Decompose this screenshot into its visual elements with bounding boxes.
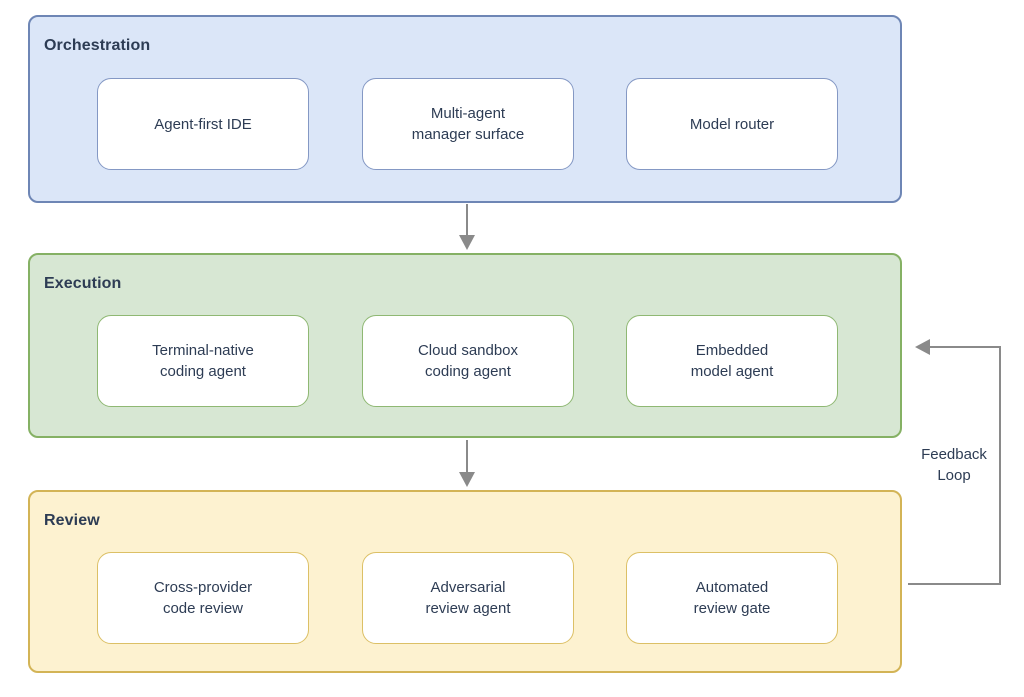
node-label: Agent-first IDE [154, 115, 252, 133]
node-model-router: Model router [626, 78, 838, 170]
node-terminal-native-coding-agent: Terminal-native coding agent [97, 315, 309, 407]
node-label: Embedded model agent [690, 342, 774, 380]
node-label: Automated review gate [693, 579, 771, 617]
node-embedded-model-agent: Embedded model agent [626, 315, 838, 407]
node-label: Adversarial review agent [425, 579, 511, 617]
node-adversarial-review-agent: Adversarial review agent [362, 552, 574, 644]
node-agent-first-ide: Agent-first IDE [97, 78, 309, 170]
node-automated-review-gate: Automated review gate [626, 552, 838, 644]
feedback-loop-label: Feedback Loop [921, 446, 987, 484]
band-review-title: Review [44, 512, 100, 529]
node-label: Model router [689, 115, 775, 133]
node-cloud-sandbox-coding-agent: Cloud sandbox coding agent [362, 315, 574, 407]
node-label: Cross-provider code review [153, 579, 253, 617]
node-label: Terminal-native coding agent [152, 342, 254, 380]
node-cross-provider-code-review: Cross-provider code review [97, 552, 309, 644]
band-execution-title: Execution [44, 275, 122, 292]
node-label: Cloud sandbox coding agent [417, 342, 519, 380]
node-label: Multi-agent manager surface [411, 105, 525, 143]
band-orchestration-title: Orchestration [44, 37, 151, 54]
node-multi-agent-manager-surface: Multi-agent manager surface [362, 78, 574, 170]
